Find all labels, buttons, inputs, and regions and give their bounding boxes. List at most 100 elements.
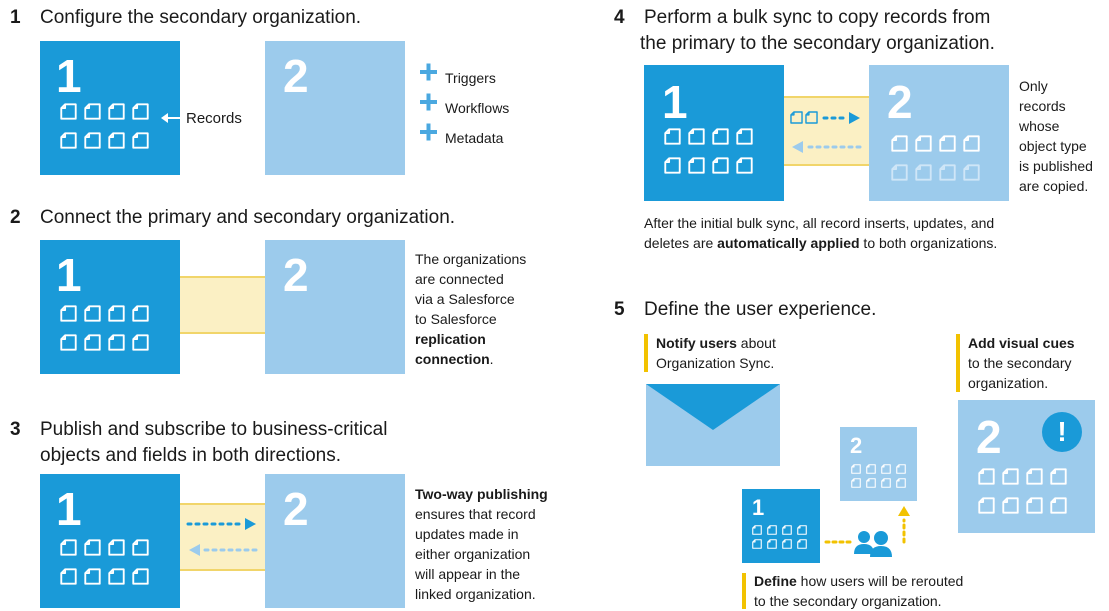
connection-band bbox=[178, 503, 268, 571]
notify-accent-bar bbox=[644, 334, 648, 372]
record-icon bbox=[963, 164, 980, 181]
secondary-org-box: 2 bbox=[265, 41, 405, 175]
record-icon bbox=[132, 568, 149, 585]
note-line: is published bbox=[1019, 158, 1093, 174]
define-bold: Define bbox=[754, 573, 797, 589]
record-icon bbox=[108, 539, 125, 556]
connection-note: The organizations are connected via a Sa… bbox=[415, 249, 526, 369]
record-icon bbox=[132, 132, 149, 149]
record-icon bbox=[915, 164, 932, 181]
record-icon bbox=[939, 135, 956, 152]
org-number: 2 bbox=[283, 249, 309, 301]
org-number: 1 bbox=[752, 495, 765, 520]
two-way-note: Two-way publishing ensures that record u… bbox=[415, 484, 548, 604]
record-icon bbox=[132, 334, 149, 351]
after-sync-line: After the initial bulk sync, all record … bbox=[644, 215, 995, 231]
reroute-path bbox=[824, 506, 910, 544]
record-icon bbox=[60, 132, 77, 149]
notify-text: Organization Sync. bbox=[656, 355, 775, 371]
record-icon bbox=[84, 539, 101, 556]
record-icon bbox=[1002, 468, 1019, 485]
org-number: 2 bbox=[283, 483, 309, 535]
record-icon bbox=[978, 468, 995, 485]
record-icon bbox=[896, 464, 906, 474]
record-icon bbox=[851, 478, 861, 488]
record-icon bbox=[108, 103, 125, 120]
record-icon bbox=[132, 539, 149, 556]
org-number: 1 bbox=[662, 76, 688, 128]
record-icon bbox=[963, 135, 980, 152]
cues-text: organization. bbox=[968, 375, 1049, 391]
subscribe-arrow-left bbox=[189, 544, 258, 556]
step-title: Connect the primary and secondary organi… bbox=[40, 207, 456, 228]
step-number: 2 bbox=[10, 207, 21, 228]
after-sync-line: deletes are automatically applied to bot… bbox=[644, 233, 997, 253]
record-icon bbox=[84, 568, 101, 585]
note-line: are copied. bbox=[1019, 178, 1089, 194]
notify-bold: Notify users bbox=[656, 335, 737, 351]
record-icon bbox=[1050, 468, 1067, 485]
define-accent-bar bbox=[742, 573, 746, 609]
config-item-workflows: Workflows bbox=[445, 100, 510, 116]
record-icon bbox=[881, 478, 891, 488]
note-line: whose bbox=[1019, 118, 1060, 134]
sync-arrow-left bbox=[792, 141, 862, 153]
record-icon bbox=[1002, 497, 1019, 514]
record-icon bbox=[752, 525, 762, 535]
secondary-org-box: 2 bbox=[265, 240, 405, 374]
records-arrow bbox=[161, 113, 182, 123]
record-icon bbox=[797, 525, 807, 535]
record-icon bbox=[891, 135, 908, 152]
note-line: either organization bbox=[415, 546, 531, 562]
note-line: updates made in bbox=[415, 526, 519, 542]
record-icon bbox=[851, 464, 861, 474]
record-icon bbox=[108, 334, 125, 351]
record-icon bbox=[896, 478, 906, 488]
record-icon bbox=[108, 568, 125, 585]
record-icon bbox=[712, 157, 729, 174]
secondary-org-box: 2 bbox=[265, 474, 405, 608]
record-icon bbox=[797, 539, 807, 549]
record-icon bbox=[84, 334, 101, 351]
connection-band bbox=[178, 276, 268, 334]
org-number: 2 bbox=[850, 433, 863, 458]
plus-icon bbox=[420, 123, 437, 141]
define-note: Define how users will be rerouted to the… bbox=[754, 571, 963, 611]
cues-text: to the secondary bbox=[968, 355, 1072, 371]
record-icon bbox=[1026, 497, 1043, 514]
step-number: 5 bbox=[614, 299, 625, 320]
record-icon bbox=[782, 525, 792, 535]
small-secondary-org-box: 2 bbox=[840, 427, 917, 501]
org-number: 1 bbox=[56, 249, 82, 301]
step-title-line: objects and fields in both directions. bbox=[40, 445, 342, 466]
record-icon bbox=[767, 525, 777, 535]
note-line: linked organization. bbox=[415, 586, 536, 602]
publish-arrow-right bbox=[186, 518, 256, 530]
record-icon bbox=[132, 103, 149, 120]
users-icon bbox=[854, 531, 892, 557]
step-title-line: the primary to the secondary organizatio… bbox=[640, 33, 995, 54]
note-bold-line: replication bbox=[415, 331, 486, 347]
step-title-line: Publish and subscribe to business-critic… bbox=[40, 419, 388, 440]
record-icon bbox=[60, 539, 77, 556]
record-icon bbox=[915, 135, 932, 152]
record-icon bbox=[1050, 497, 1067, 514]
define-text: to the secondary organization. bbox=[754, 593, 942, 609]
define-text: how users will be rerouted bbox=[796, 573, 964, 589]
record-icon bbox=[736, 128, 753, 145]
org-number: 2 bbox=[887, 76, 913, 128]
record-icon bbox=[84, 103, 101, 120]
note-line: ensures that record bbox=[415, 506, 536, 522]
record-icon bbox=[60, 568, 77, 585]
record-icon bbox=[84, 305, 101, 322]
sync-arrow-right bbox=[790, 111, 860, 124]
note-tail: . bbox=[489, 351, 494, 367]
step-title: Configure the secondary organization. bbox=[40, 7, 362, 28]
after-sync-text: to both organizations. bbox=[859, 235, 998, 251]
record-icon bbox=[108, 132, 125, 149]
note-line: The organizations bbox=[415, 251, 527, 267]
record-icon bbox=[866, 464, 876, 474]
record-icon bbox=[978, 497, 995, 514]
notify-text: about bbox=[736, 335, 776, 351]
